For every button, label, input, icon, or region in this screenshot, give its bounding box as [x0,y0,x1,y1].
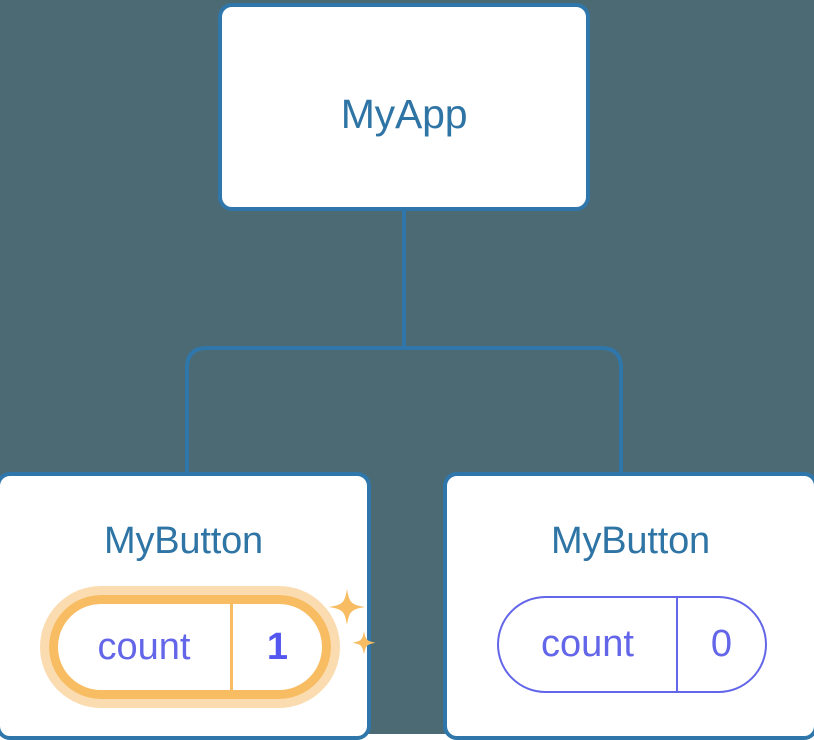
prop-pill[interactable]: count 1 [49,595,331,699]
component-title: MyApp [340,91,468,137]
component-card-myapp[interactable]: MyApp [218,3,590,211]
sparkle-large-icon [329,589,365,625]
highlight-halo [40,586,340,708]
prop-badge[interactable]: count 0 [497,596,767,693]
component-title: MyButton [551,520,710,562]
prop-value: 0 [710,623,733,665]
component-title: MyButton [104,520,263,562]
prop-key: count [58,604,233,690]
edge-bus-to-children [185,346,623,472]
component-card-mybutton-right[interactable]: MyButton count 0 [443,472,814,740]
component-card-mybutton-left[interactable]: MyButton count 1 [0,472,376,740]
prop-value: 1 [266,625,289,668]
prop-badge-highlighted[interactable]: count 1 [40,586,376,708]
prop-key: count [499,598,678,691]
